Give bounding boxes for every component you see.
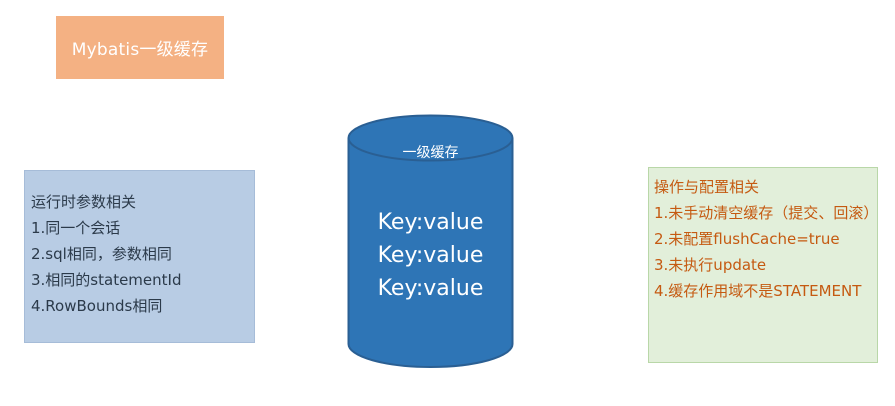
runtime-param-item: 2.sql相同，参数相同 (31, 245, 172, 263)
runtime-param-item: 4.RowBounds相同 (31, 297, 163, 315)
cache-entries: Key:value Key:value Key:value (347, 206, 514, 305)
cache-cylinder: 一级缓存 Key:value Key:value Key:value (347, 114, 514, 368)
operation-config-heading: 操作与配置相关 (654, 178, 760, 196)
cache-label: 一级缓存 (402, 145, 459, 161)
cache-entry: Key:value (377, 210, 484, 235)
operation-config-panel: 操作与配置相关 1.未手动清空缓存（提交、回滚） 2.未配置flushCache… (648, 167, 878, 363)
runtime-params-heading: 运行时参数相关 (31, 193, 137, 211)
diagram-title: Mybatis一级缓存 (71, 40, 209, 60)
runtime-param-item: 3.相同的statementId (31, 271, 182, 289)
operation-config-item: 1.未手动清空缓存（提交、回滚） (654, 204, 879, 222)
cylinder-shape (347, 114, 514, 368)
cache-entry: Key:value (377, 243, 484, 268)
operation-config-item: 3.未执行update (654, 256, 767, 274)
operation-config-item: 2.未配置flushCache=true (654, 230, 840, 248)
cache-entry: Key:value (377, 276, 484, 301)
operation-config-item: 4.缓存作用域不是STATEMENT (654, 282, 862, 300)
runtime-params-panel: 运行时参数相关 1.同一个会话 2.sql相同，参数相同 3.相同的statem… (24, 170, 255, 343)
runtime-param-item: 1.同一个会话 (31, 219, 121, 237)
title-box: Mybatis一级缓存 (56, 16, 224, 79)
